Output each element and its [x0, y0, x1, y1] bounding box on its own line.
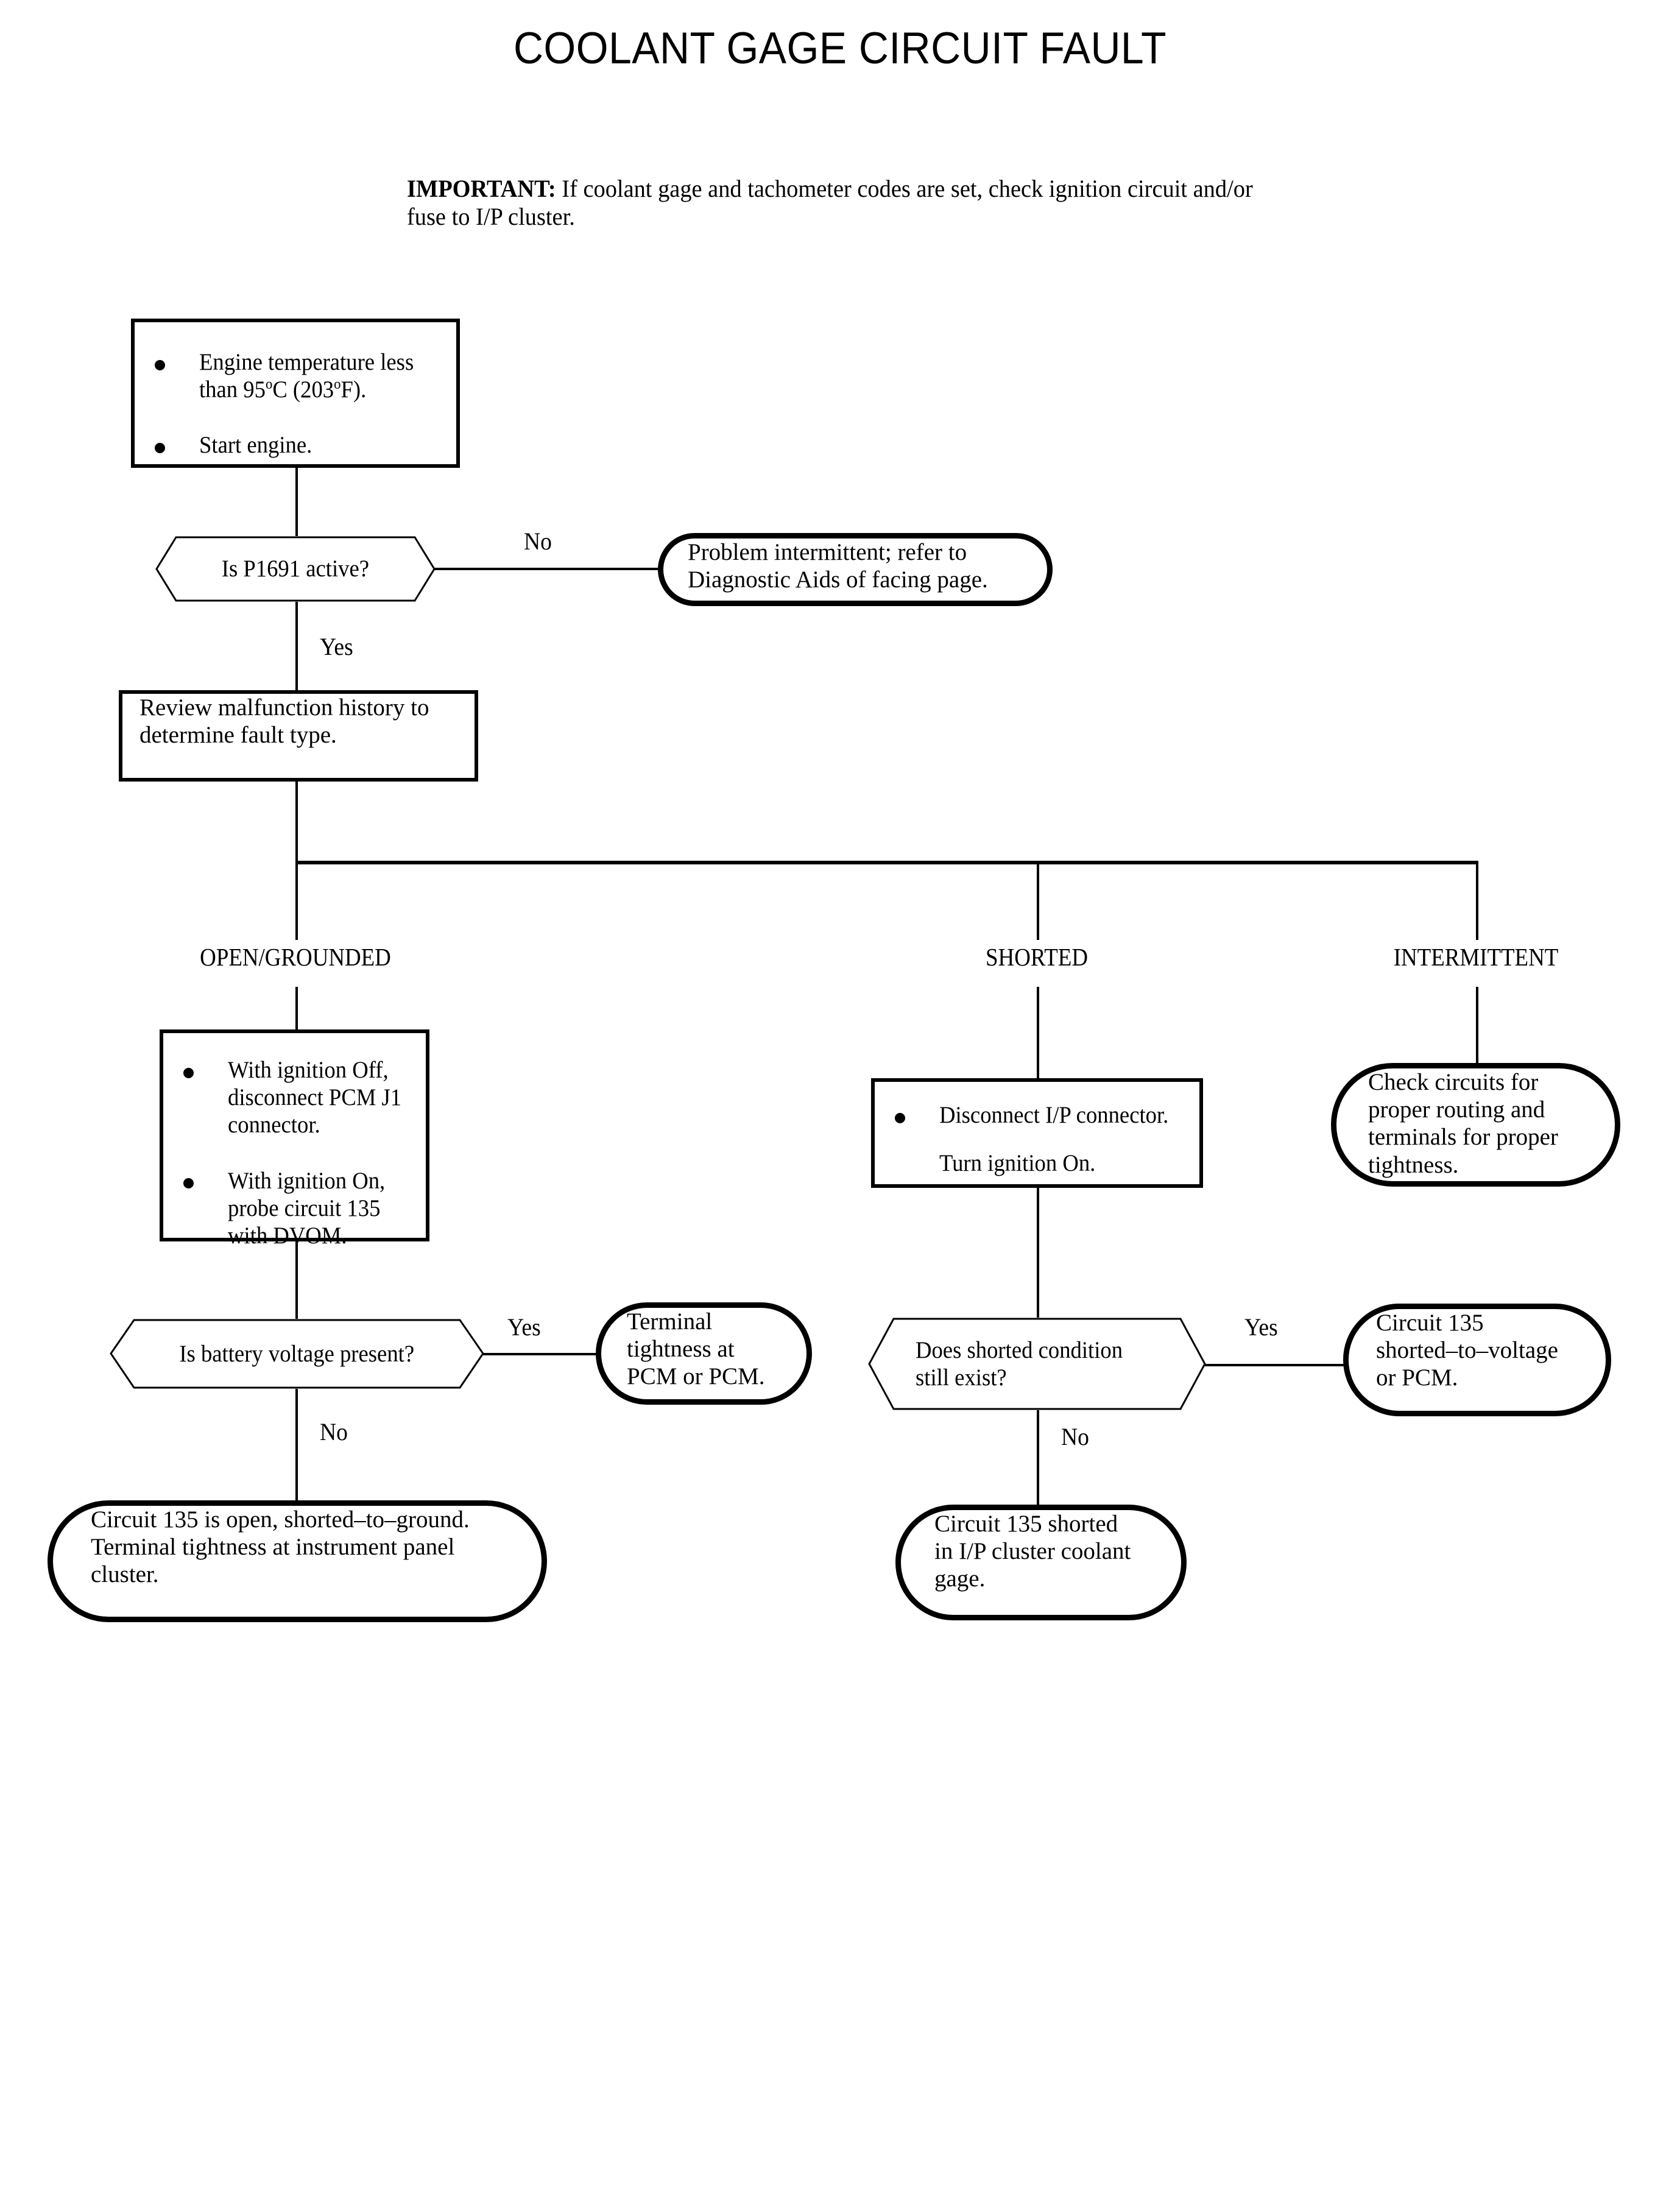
list-item: Start engine. — [135, 431, 464, 459]
decision-battery-label: Is battery voltage present? — [179, 1340, 415, 1367]
connector-review-to-bus — [295, 782, 298, 863]
connector-open-grounded-to-battery — [295, 1241, 298, 1342]
important-text: If coolant gage and tachometer codes are… — [407, 175, 1253, 230]
branch-label-intermittent: INTERMITTENT — [1393, 943, 1559, 971]
bullet-icon — [155, 359, 165, 370]
node-shorted-steps[interactable]: Disconnect I/P connector. Turn ignition … — [871, 1078, 1203, 1188]
node-decision-battery-voltage[interactable]: Is battery voltage present? — [110, 1319, 484, 1389]
connector-start-to-p1691 — [295, 468, 298, 536]
connector-shorted-no — [1037, 1410, 1039, 1514]
list-item: Turn ignition On. — [875, 1149, 1207, 1177]
connector-p1691-yes — [295, 602, 298, 691]
branch-label-open-grounded: OPEN/GROUNDED — [200, 943, 391, 971]
edge-label-shorted-no: No — [1061, 1423, 1089, 1450]
connector-three-way-bus — [295, 861, 1478, 864]
connector-battery-no — [295, 1389, 298, 1514]
connector-shorted-yes — [1205, 1364, 1349, 1366]
connector-bus-intermittent — [1476, 861, 1478, 940]
circuit135-open-text: Circuit 135 is open, shorted–to–ground.T… — [91, 1506, 470, 1588]
decision-p1691-textwrap: Is P1691 active? — [155, 536, 436, 602]
shorted-bullet-1: Turn ignition On. — [939, 1150, 1096, 1177]
branch-label-shorted: SHORTED — [986, 943, 1088, 971]
bullet-icon — [183, 1178, 194, 1189]
connector-shorted-to-decision — [1037, 1188, 1039, 1342]
bullet-icon — [183, 1067, 194, 1078]
connector-p1691-no — [434, 568, 660, 570]
node-decision-p1691[interactable]: Is P1691 active? — [155, 536, 436, 602]
edge-label-battery-no: No — [320, 1418, 348, 1446]
edge-label-p1691-yes: Yes — [320, 633, 353, 660]
connector-bus-open-grounded — [295, 861, 298, 940]
connector-intermittent-down — [1476, 987, 1478, 1063]
important-note: IMPORTANT: If coolant gage and tachomete… — [407, 175, 1296, 230]
edge-label-battery-yes: Yes — [507, 1313, 541, 1341]
node-circuit135-open[interactable]: Circuit 135 is open, shorted–to–ground.T… — [48, 1500, 547, 1622]
shorted-bullet-0: Disconnect I/P connector. — [939, 1102, 1169, 1128]
page-title: COOLANT GAGE CIRCUIT FAULT — [513, 24, 1167, 73]
edge-label-p1691-no: No — [524, 528, 552, 555]
edge-label-shorted-yes: Yes — [1244, 1313, 1278, 1341]
connector-open-grounded-down — [295, 987, 298, 1031]
bullet-icon — [895, 1112, 905, 1123]
important-label: IMPORTANT: — [407, 175, 556, 202]
shorted-bullet-list: Disconnect I/P connector. Turn ignition … — [875, 1101, 1207, 1177]
connector-bus-shorted — [1037, 861, 1039, 940]
list-item: Disconnect I/P connector. — [875, 1101, 1207, 1129]
connector-battery-yes — [483, 1353, 600, 1355]
connector-shorted-down — [1037, 987, 1039, 1078]
decision-p1691-label: Is P1691 active? — [221, 556, 370, 582]
bullet-icon — [155, 443, 165, 454]
start-bullet-1: Start engine. — [199, 432, 312, 459]
